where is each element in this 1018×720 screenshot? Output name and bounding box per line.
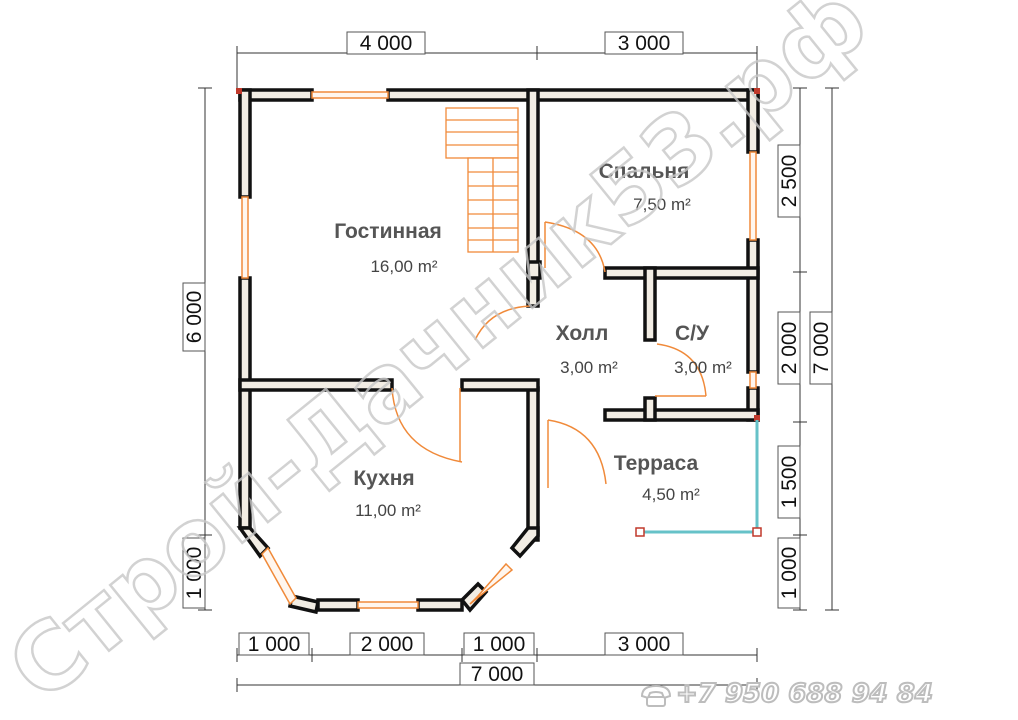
dim-top-2: 3 000 [618, 32, 671, 55]
room-bedroom-name: Спальня [599, 160, 690, 183]
phone-icon [640, 684, 672, 707]
room-bathroom-area: 3,00 m² [674, 358, 732, 377]
dim-right-total: 7 000 [810, 322, 833, 375]
room-terrace-area: 4,50 m² [642, 485, 700, 504]
corner-markers [236, 88, 760, 421]
dim-bottom-4: 3 000 [618, 633, 671, 656]
terrace-posts [635, 527, 762, 537]
dim-left-total: 6 000 [183, 291, 206, 344]
room-hall-name: Холл [556, 322, 609, 345]
phone-number: +7 950 688 94 84 [676, 679, 933, 709]
room-living-area: 16,00 m² [370, 257, 437, 276]
windows [241, 91, 757, 609]
room-bathroom-name: С/У [675, 322, 710, 345]
doors [391, 221, 707, 488]
room-bedroom-area: 7,50 m² [633, 195, 691, 214]
dim-right-2: 2 000 [778, 322, 801, 375]
room-living-name: Гостинная [334, 220, 442, 243]
dim-bottom-2: 2 000 [361, 633, 414, 656]
room-terrace-name: Терраса [614, 452, 699, 475]
room-hall-area: 3,00 m² [560, 358, 618, 377]
dim-bottom-3: 1 000 [473, 633, 526, 656]
dim-right-3: 1 500 [778, 456, 801, 509]
dim-right-4: 1 000 [778, 547, 801, 600]
dimension-label-boxes [182, 31, 833, 686]
dim-bottom-1: 1 000 [248, 633, 301, 656]
dim-right-1: 2 500 [778, 155, 801, 208]
staircase [445, 107, 519, 253]
dim-top-1: 4 000 [360, 32, 413, 55]
dim-bottom-total: 7 000 [471, 663, 524, 686]
dim-left-small: 1 000 [183, 547, 206, 600]
terrace-railing [640, 420, 759, 534]
room-kitchen-name: Кухня [353, 467, 414, 490]
room-kitchen-area: 11,00 m² [355, 501, 421, 520]
